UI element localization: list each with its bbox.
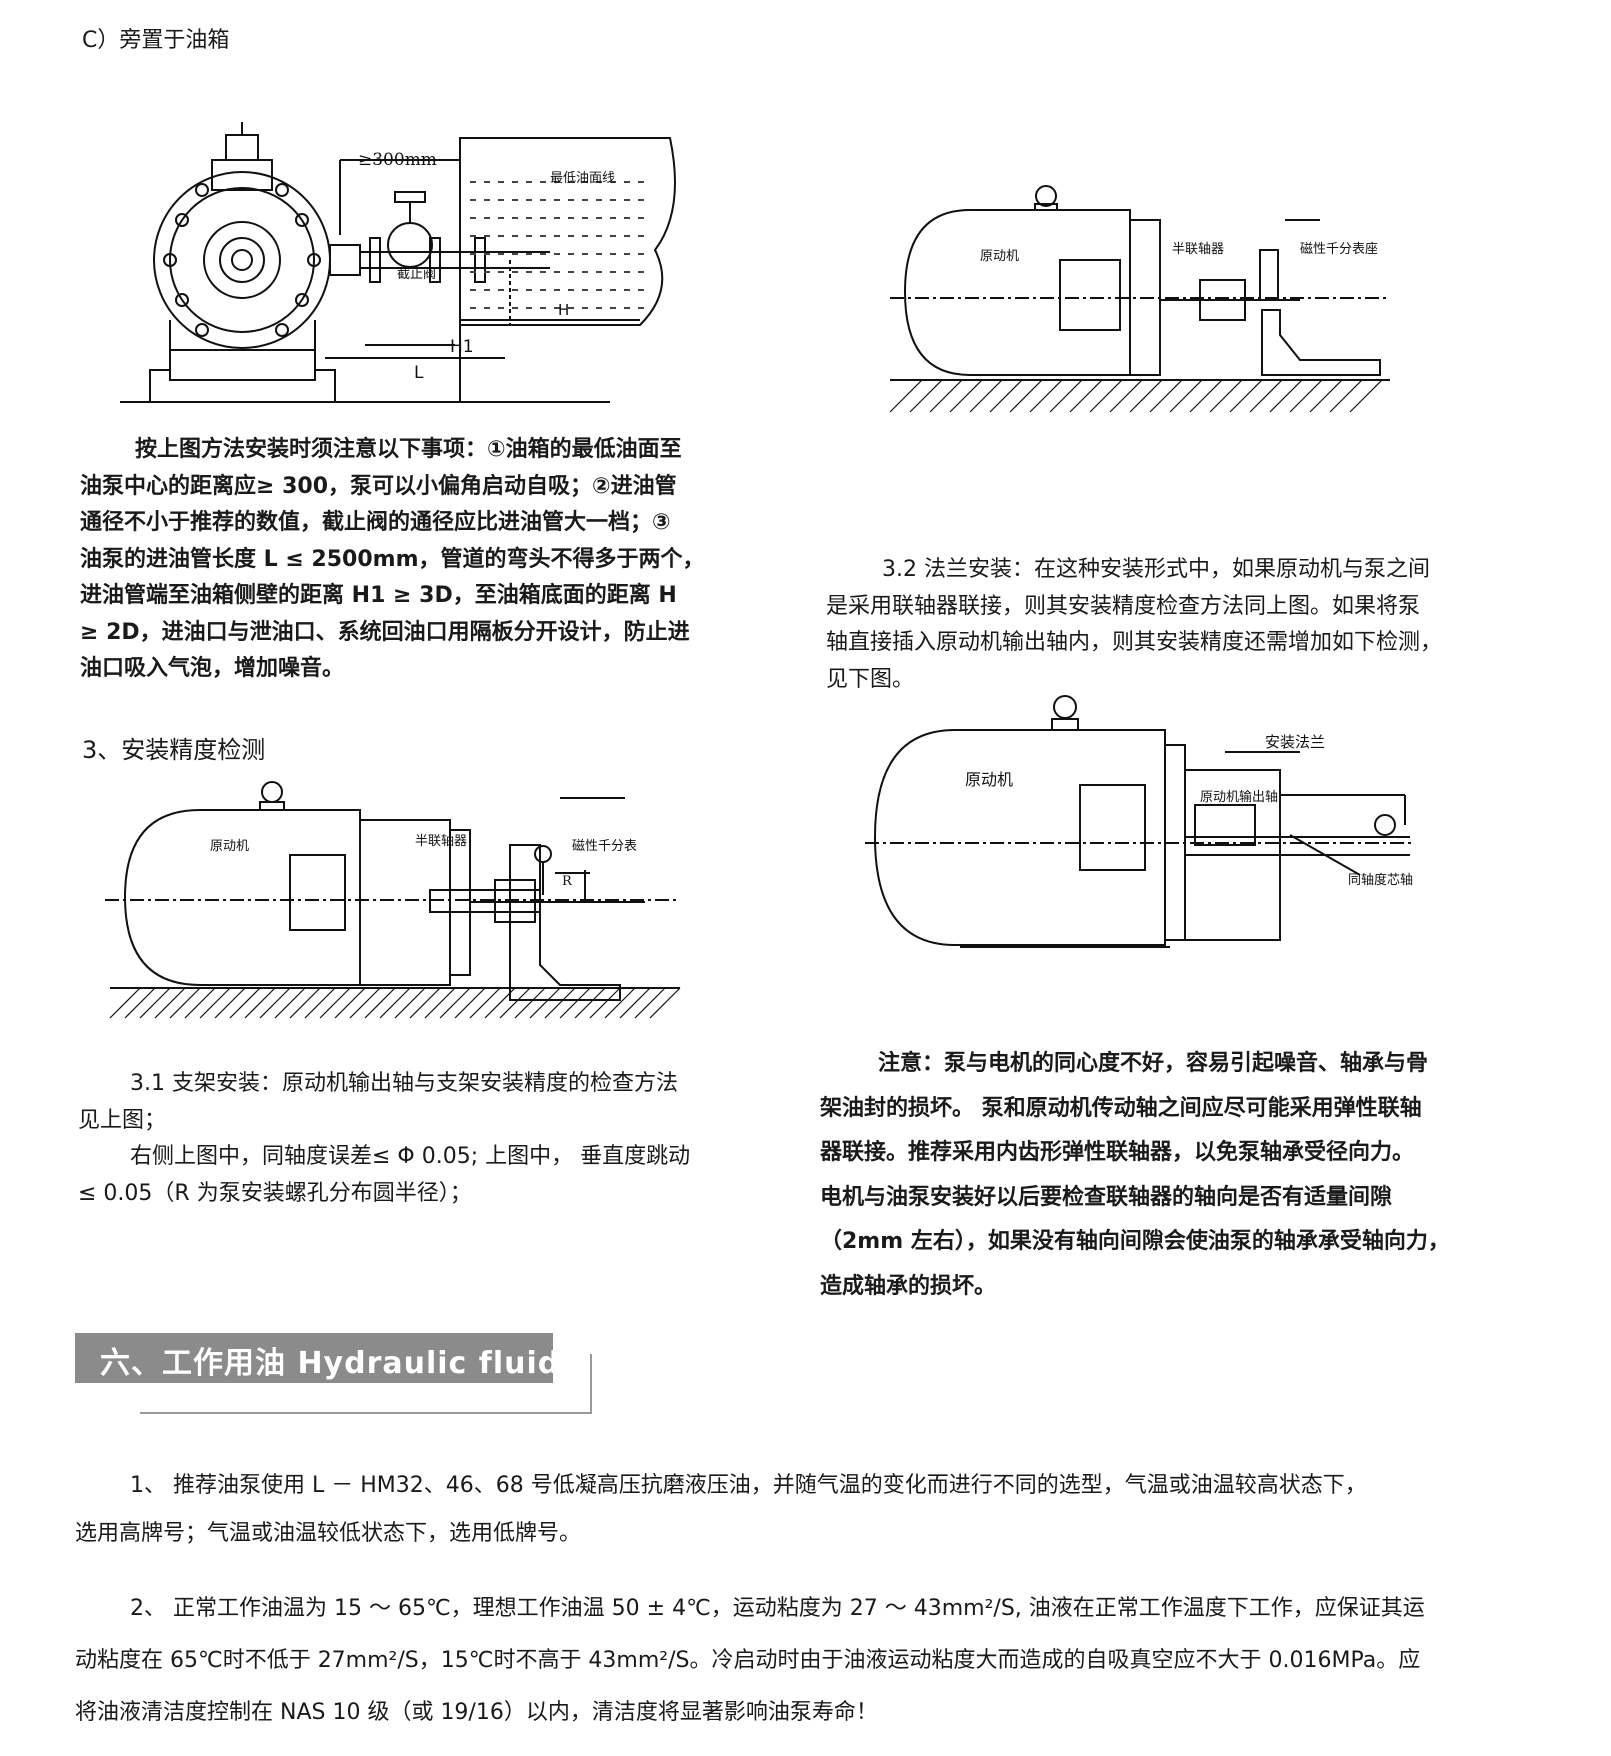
fluid-para-1-line: 选用高牌号；气温或油温较低状态下，选用低牌号。 — [75, 1521, 582, 1546]
h-label: H — [558, 301, 569, 319]
fluid-para-2-line: 动粘度在 65℃时不低于 27mm²/S，15℃时不高于 43mm²/S。冷启动… — [75, 1648, 1421, 1673]
flange-install-diagram: 原动机 安装法兰 原动机输出轴 同轴度芯轴 — [865, 695, 1415, 948]
output-shaft-label: 原动机输出轴 — [1200, 789, 1278, 805]
caution-line: 电机与油泵安装好以后要检查联轴器的轴向是否有适量间隙 — [820, 1184, 1393, 1210]
install-note-line: 油泵的进油管长度 L ≤ 2500mm，管道的弯头不得多于两个， — [80, 546, 705, 572]
para-3-2: 3.2 法兰安装：在这种安装形式中，如果原动机与泵之间 是采用联轴器联接，则其安… — [826, 552, 1546, 698]
caution-line: （2mm 左右），如果没有轴向间隙会使油泵的轴承承受轴向力， — [820, 1229, 1450, 1254]
pump-tank-diagram: ≥300mm 最低油面线 截止阀 H H1 L — [120, 122, 676, 403]
mandrel-label: 同轴度芯轴 — [1348, 872, 1413, 888]
section-heading-frame — [140, 1354, 592, 1414]
para-3-2-line: 是采用联轴器联接，则其安装精度检查方法同上图。如果将泵 — [826, 593, 1421, 619]
gauge-base-label: 磁性千分表座 — [1300, 242, 1378, 257]
fluid-para-2-line: 将油液清洁度控制在 NAS 10 级（或 19/16）以内，清洁度将显著影响油泵… — [75, 1700, 878, 1725]
install-note-line: 按上图方法安装时须注意以下事项：①油箱的最低油面至 — [135, 437, 682, 462]
para-3-2-line: 3.2 法兰安装：在这种安装形式中，如果原动机与泵之间 — [882, 557, 1430, 582]
caution-line: 器联接。推荐采用内齿形弹性联轴器，以免泵轴承受径向力。 — [820, 1140, 1415, 1165]
install-note-line: ≥ 2D，进油口与泄油口、系统回油口用隔板分开设计，防止进 — [80, 619, 690, 645]
caution-line: 注意：泵与电机的同心度不好，容易引起噪音、轴承与骨 — [878, 1051, 1429, 1076]
para-3-1-line: 右侧上图中，同轴度误差≤ Φ 0.05; 上图中， 垂直度跳动 — [130, 1144, 691, 1169]
gauge-label: 磁性千分表 — [572, 839, 637, 854]
coupling-label: 半联轴器 — [1172, 242, 1224, 257]
motor-label: 原动机 — [980, 249, 1019, 264]
section-c-title: C）旁置于油箱 — [82, 28, 230, 53]
para-3-1: 3.1 支架安装：原动机输出轴与支架安装精度的检查方法 见上图； 右侧上图中，同… — [78, 1066, 778, 1212]
bracket-coupling-diagram: 原动机 半联轴器 磁性千分表座 — [889, 185, 1390, 413]
fluid-para-2-line: 2、 正常工作油温为 15 ～ 65℃，理想工作油温 50 ± 4℃，运动粘度为… — [130, 1596, 1425, 1621]
flange-label: 安装法兰 — [1265, 733, 1325, 751]
para-3-1-line: ≤ 0.05（R 为泵安装螺孔分布圆半径）； — [78, 1180, 472, 1206]
l-label: L — [414, 363, 424, 383]
min-oil-line-label: 最低油面线 — [550, 171, 615, 186]
section-heading-band — [75, 1333, 553, 1383]
section-3-title: 3、安装精度检测 — [82, 736, 266, 764]
install-note-line: 油泵中心的距离应≥ 300，泵可以小偏角启动自吸；②进油管 — [80, 473, 677, 499]
section-6-title: 六、工作用油 Hydraulic fluid — [100, 1346, 561, 1381]
motor-label: 原动机 — [210, 839, 249, 854]
para-3-1-line: 3.1 支架安装：原动机输出轴与支架安装精度的检查方法 — [130, 1071, 678, 1096]
valve-label: 截止阀 — [397, 267, 436, 282]
fluid-para-1: 1、 推荐油泵使用 L － HM32、46、68 号低凝高压抗磨液压油，并随气温… — [75, 1462, 1575, 1558]
install-note: 按上图方法安装时须注意以下事项：①油箱的最低油面至 油泵中心的距离应≥ 300，… — [80, 432, 780, 688]
caution-note: 注意：泵与电机的同心度不好，容易引起噪音、轴承与骨 架油封的损坏。 泵和原动机传… — [820, 1042, 1550, 1309]
dim-300-label: ≥300mm — [358, 150, 437, 170]
caution-line: 造成轴承的损坏。 — [820, 1273, 997, 1299]
para-3-2-line: 轴直接插入原动机输出轴内，则其安装精度还需增加如下检测， — [826, 630, 1443, 655]
install-note-line: 通径不小于推荐的数值，截止阀的通径应比进油管大一档；③ — [80, 510, 671, 535]
install-note-line: 油口吸入气泡，增加噪音。 — [80, 656, 345, 681]
install-note-line: 进油管端至油箱侧壁的距离 H1 ≥ 3D，至油箱底面的距离 H — [80, 583, 677, 608]
h1-label: H1 — [450, 337, 474, 357]
fluid-para-1-line: 1、 推荐油泵使用 L － HM32、46、68 号低凝高压抗磨液压油，并随气温… — [130, 1473, 1367, 1498]
bracket-install-diagram: 原动机 半联轴器 磁性千分表 R — [105, 781, 681, 1019]
coupling-label: 半联轴器 — [415, 834, 467, 849]
r-label: R — [562, 874, 573, 889]
caution-line: 架油封的损坏。 泵和原动机传动轴之间应尽可能采用弹性联轴 — [820, 1095, 1422, 1121]
para-3-1-line: 见上图； — [78, 1107, 167, 1133]
motor-label: 原动机 — [965, 770, 1013, 789]
fluid-para-2: 2、 正常工作油温为 15 ～ 65℃，理想工作油温 50 ± 4℃，运动粘度为… — [75, 1583, 1575, 1739]
para-3-2-line: 见下图。 — [826, 666, 915, 692]
